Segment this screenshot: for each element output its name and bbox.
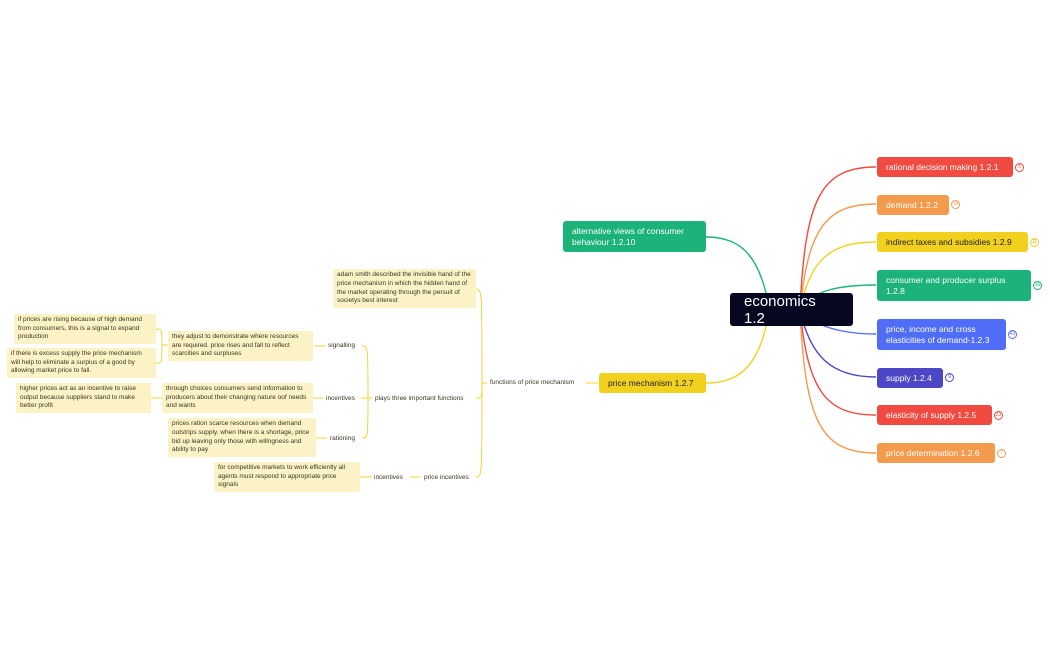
subtopic-signalling[interactable]: signalling xyxy=(328,342,356,349)
subtopic-rationing-desc[interactable]: prices ration scarce resources when dema… xyxy=(168,418,316,457)
subtopic-signalling-desc[interactable]: they adjust to demonstrate where resourc… xyxy=(168,331,313,361)
central-topic[interactable]: economics 1.2 xyxy=(730,292,853,327)
collapse-count-badge[interactable]: 18 xyxy=(951,200,960,209)
collapse-count-badge[interactable]: 9 xyxy=(945,373,954,382)
subtopic-text: they adjust to demonstrate where resourc… xyxy=(172,333,299,358)
subtopic-text: higher prices act as an incentive to rai… xyxy=(20,385,136,410)
subtopic-text: for competitive markets to work efficien… xyxy=(218,464,346,489)
topic-price-mechanism[interactable]: price mechanism 1.2.7 xyxy=(599,373,706,393)
topic-label: price, income and cross elasticities of … xyxy=(886,323,990,345)
subtopic-signal-excess-supply[interactable]: if there is excess supply the price mech… xyxy=(7,348,156,378)
subtopic-text: prices ration scarce resources when dema… xyxy=(172,420,310,454)
collapse-count-badge[interactable]: 43 xyxy=(1008,330,1017,339)
topic-label: demand 1.2.2 xyxy=(886,199,938,210)
topic-label: price mechanism 1.2.7 xyxy=(608,377,694,388)
topic-rational-decision-making[interactable]: rational decision making 1.2.1 xyxy=(877,157,1013,177)
topic-consumer-producer-surplus[interactable]: consumer and producer surplus 1.2.8 xyxy=(877,270,1031,301)
topic-price-determination[interactable]: price determination 1.2.6 xyxy=(877,443,995,463)
subtopic-three-functions[interactable]: plays three important functions xyxy=(375,395,464,402)
subtopic-competitive-markets[interactable]: for competitive markets to work efficien… xyxy=(214,462,360,492)
topic-indirect-taxes[interactable]: indirect taxes and subsidies 1.2.9 xyxy=(877,232,1028,252)
collapse-count-badge[interactable]: 5 xyxy=(1015,163,1024,172)
subtopic-text: adam smith described the invisible hand … xyxy=(337,271,471,305)
subtopic-rationing[interactable]: rationing xyxy=(330,435,355,442)
topic-label: alternative views of consumer behaviour … xyxy=(572,225,684,247)
topic-alternative-views[interactable]: alternative views of consumer behaviour … xyxy=(563,221,706,252)
central-topic-label: economics 1.2 xyxy=(744,292,816,327)
topic-supply[interactable]: supply 1.2.4 xyxy=(877,368,943,388)
topic-label: rational decision making 1.2.1 xyxy=(886,161,999,172)
subtopic-price-incentives[interactable]: price incentives xyxy=(424,474,469,481)
topic-label: indirect taxes and subsidies 1.2.9 xyxy=(886,236,1012,247)
subtopic-text: if prices are rising because of high dem… xyxy=(18,316,142,341)
collapse-count-badge[interactable]: 7 xyxy=(997,449,1006,458)
subtopic-functions-of-price-mechanism[interactable]: functions of price mechanism xyxy=(490,379,575,386)
subtopic-incentives-desc[interactable]: through choices consumers send informati… xyxy=(162,383,313,413)
subtopic-incentives-higher-prices[interactable]: higher prices act as an incentive to rai… xyxy=(16,383,151,413)
collapse-count-badge[interactable]: 11 xyxy=(1030,238,1039,247)
subtopic-incentives[interactable]: incentives xyxy=(326,395,355,402)
subtopic-incentives-2[interactable]: incentives xyxy=(374,474,403,481)
topic-demand[interactable]: demand 1.2.2 xyxy=(877,195,949,215)
topic-label: supply 1.2.4 xyxy=(886,372,932,383)
subtopic-signal-rising-prices[interactable]: if prices are rising because of high dem… xyxy=(14,314,156,344)
subtopic-text: if there is excess supply the price mech… xyxy=(11,350,142,375)
collapse-count-badge[interactable]: 16 xyxy=(1033,281,1042,290)
topic-label: price determination 1.2.6 xyxy=(886,447,980,458)
topic-label: consumer and producer surplus 1.2.8 xyxy=(886,274,1006,296)
topic-elasticity-of-supply[interactable]: elasticity of supply 1.2.5 xyxy=(877,405,992,425)
subtopic-text: through choices consumers send informati… xyxy=(166,385,307,410)
subtopic-adam-smith[interactable]: adam smith described the invisible hand … xyxy=(333,269,476,308)
collapse-count-badge[interactable]: 23 xyxy=(994,411,1003,420)
topic-elasticities-of-demand[interactable]: price, income and cross elasticities of … xyxy=(877,319,1006,350)
topic-label: elasticity of supply 1.2.5 xyxy=(886,409,977,420)
